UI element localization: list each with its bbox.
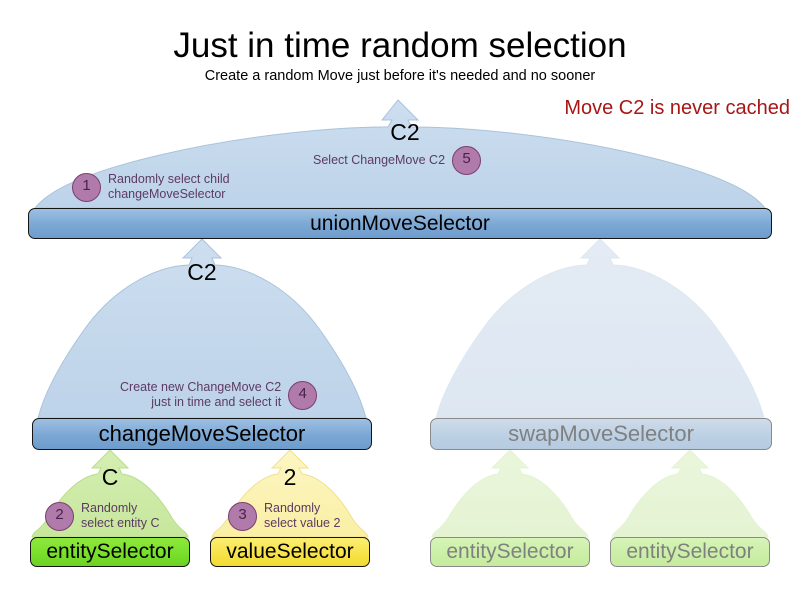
node-entity-selector-left[interactable]: entitySelector (30, 537, 190, 567)
step-badge-5: 5 (452, 146, 482, 175)
annotation-step-2: 2 Randomly select entity C (45, 501, 160, 531)
annotation-5-line-1: Select ChangeMove C2 (313, 153, 446, 167)
annotation-3-line-2: select value 2 (264, 516, 341, 530)
arrow-label-top-c2: C2 (390, 119, 420, 145)
node-value-selector-left[interactable]: valueSelector (210, 537, 370, 567)
node-change-move-selector[interactable]: changeMoveSelector (32, 418, 372, 450)
step-badge-2: 2 (45, 501, 74, 531)
step-badge-1: 1 (72, 172, 101, 202)
node-entity-selector-right-1[interactable]: entitySelector (430, 537, 590, 567)
annotation-step-5: Select ChangeMove C2 5 (313, 146, 482, 175)
node-union-move-selector[interactable]: unionMoveSelector (28, 208, 772, 239)
node-entity-selector-right-2[interactable]: entitySelector (610, 537, 770, 567)
annotation-2-line-2: select entity C (81, 516, 160, 530)
step-badge-3: 3 (228, 501, 257, 531)
annotation-4-line-2: just in time and select it (151, 395, 282, 409)
annotation-3-line-1: Randomly (264, 501, 321, 515)
step-badge-4: 4 (288, 380, 318, 410)
annotation-step-3: 3 Randomly select value 2 (228, 501, 340, 531)
annotation-1-line-1: Randomly select child (108, 172, 230, 186)
annotation-1-line-2: changeMoveSelector (108, 187, 226, 201)
annotation-step-4: Create new ChangeMove C2 just in time an… (120, 380, 318, 410)
arrow-label-value-2: 2 (283, 464, 297, 490)
annotation-4-line-1: Create new ChangeMove C2 (120, 380, 282, 394)
page-subtitle: Create a random Move just before it's ne… (204, 68, 596, 84)
never-cached-note: Move C2 is never cached (564, 97, 790, 119)
annotation-2-line-1: Randomly (81, 501, 138, 515)
node-swap-move-selector[interactable]: swapMoveSelector (430, 418, 772, 450)
page-title: Just in time random selection (173, 26, 627, 65)
arrow-label-union-to-change-c2: C2 (187, 259, 217, 285)
arrow-label-entity-c: C (101, 464, 119, 490)
annotation-step-1: 1 Randomly select child changeMoveSelect… (72, 172, 230, 202)
